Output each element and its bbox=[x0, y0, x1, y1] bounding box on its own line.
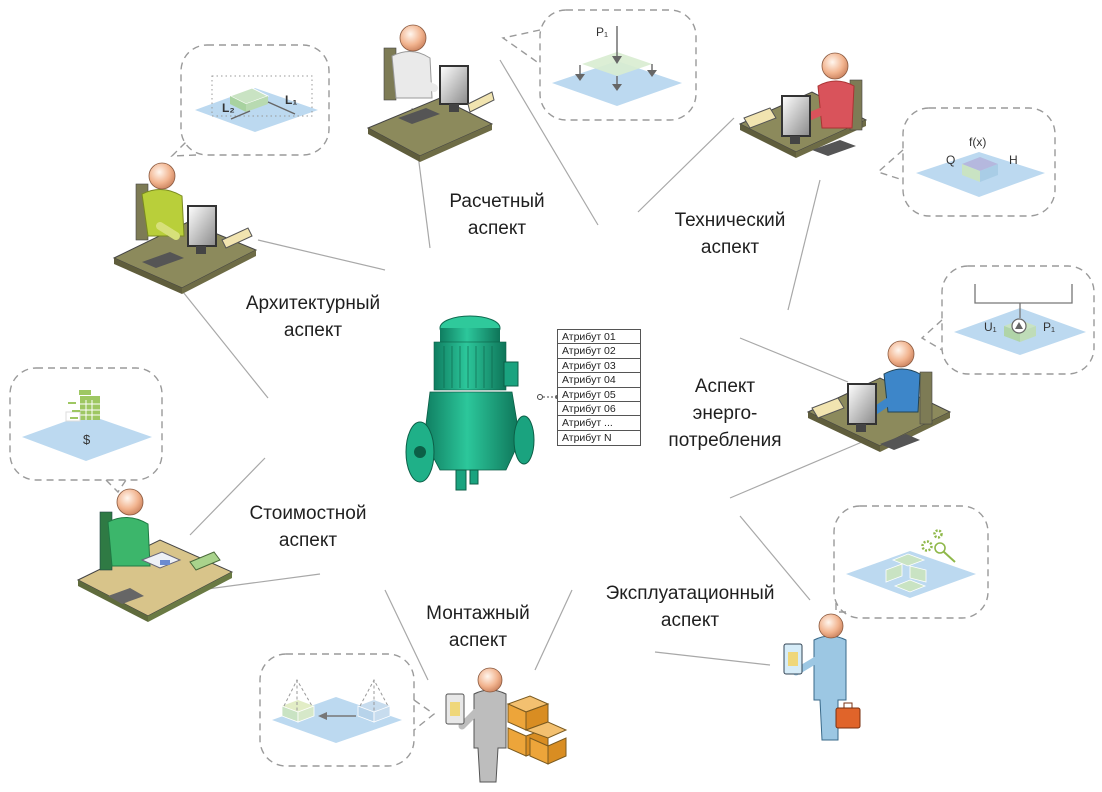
connector-operation-top bbox=[739, 515, 811, 601]
label-line: Стоимостной bbox=[249, 503, 367, 524]
connector-tech-left bbox=[637, 117, 735, 213]
attribute-row: Атрибут 04 bbox=[558, 373, 640, 388]
svg-text:f(x): f(x) bbox=[969, 135, 986, 149]
connector-energy-top bbox=[739, 337, 849, 383]
engineer-white-desk bbox=[366, 24, 495, 162]
move-placement-icon bbox=[272, 678, 402, 743]
svg-text:L₂: L₂ bbox=[222, 101, 235, 115]
svg-text:L₁: L₁ bbox=[285, 93, 297, 107]
briefcase-icon bbox=[835, 702, 861, 729]
connector-arch-bottom bbox=[174, 281, 269, 399]
callout-operation bbox=[833, 505, 989, 619]
label-architectural-aspect: Архитектурный аспект bbox=[228, 290, 398, 344]
label-line: Монтажный bbox=[426, 603, 530, 624]
handheld-device-icon bbox=[783, 643, 803, 675]
svg-text:P₁: P₁ bbox=[1043, 320, 1055, 334]
engineer-red-desk bbox=[738, 52, 868, 158]
label-line: аспект bbox=[448, 630, 508, 651]
label-line: аспект bbox=[278, 530, 338, 551]
label-cost-aspect: Стоимостной аспект bbox=[228, 500, 388, 554]
connector-lines bbox=[174, 59, 863, 681]
svg-text:Q: Q bbox=[946, 153, 955, 167]
accountant-green-desk bbox=[76, 488, 234, 622]
maintenance-gears-icon bbox=[846, 529, 976, 598]
attribute-row: Атрибут N bbox=[562, 431, 612, 444]
pump-image bbox=[405, 315, 559, 491]
attribute-row: Атрибут ... bbox=[558, 416, 640, 431]
function-box-icon: f(x) Q H bbox=[916, 135, 1045, 197]
label-line: Технический bbox=[674, 210, 786, 231]
label-line: аспект bbox=[283, 320, 343, 341]
callout-energy bbox=[920, 265, 1095, 375]
label-operation-aspect: Эксплуатационный аспект bbox=[585, 580, 795, 634]
architect-yellow-desk bbox=[112, 162, 258, 294]
callout-installation bbox=[259, 653, 436, 767]
installer-standing-boxes bbox=[445, 667, 568, 783]
label-calculation-aspect: Расчетный аспект bbox=[432, 188, 562, 242]
callout-architectural bbox=[170, 44, 330, 157]
svg-text:$: $ bbox=[83, 432, 91, 447]
connector-calc-right bbox=[499, 59, 599, 226]
svg-text:H: H bbox=[1009, 153, 1018, 167]
attribute-row: Атрибут 01 bbox=[558, 330, 640, 345]
svg-text:P₁: P₁ bbox=[596, 25, 608, 39]
attribute-row: Атрибут 03 bbox=[558, 359, 640, 374]
attribute-row: Атрибут 05 bbox=[558, 388, 640, 402]
label-line: потребления bbox=[668, 430, 782, 451]
label-technical-aspect: Технический аспект bbox=[655, 207, 805, 261]
callout-cost bbox=[9, 367, 163, 494]
label-line: Аспект bbox=[694, 376, 756, 397]
label-line: аспект bbox=[700, 237, 760, 258]
attribute-table: Атрибут 01 Атрибут 02 Атрибут 03 Атрибут… bbox=[557, 329, 641, 447]
operator-standing-briefcase bbox=[783, 613, 861, 741]
handheld-device-icon bbox=[445, 693, 465, 725]
callout-technical bbox=[876, 107, 1056, 217]
label-line: аспект bbox=[467, 218, 527, 239]
label-line: Эксплуатационный bbox=[605, 583, 775, 604]
connector-operation-bottom bbox=[654, 651, 771, 666]
label-line: Расчетный bbox=[449, 191, 545, 212]
attribute-row: Атрибут 02 bbox=[558, 344, 640, 359]
engineer-blue-desk bbox=[806, 340, 952, 452]
power-meter-icon: U₁ P₁ bbox=[954, 284, 1086, 355]
callout-calculation bbox=[501, 9, 697, 121]
label-installation-aspect: Монтажный аспект bbox=[408, 600, 548, 654]
cargo-boxes-icon bbox=[506, 695, 568, 765]
connector-tech-right bbox=[787, 179, 821, 311]
connector-cost-top bbox=[189, 457, 266, 536]
spatial-dimensions-icon: L₂ L₁ bbox=[195, 75, 318, 132]
label-line: Архитектурный bbox=[245, 293, 381, 314]
connector-energy-bottom bbox=[729, 441, 863, 499]
connector-arch-right bbox=[257, 239, 386, 271]
label-line: аспект bbox=[660, 610, 720, 631]
connector-install-right bbox=[534, 589, 573, 671]
attribute-row: Атрибут 06 bbox=[558, 402, 640, 417]
calculator-cost-icon: $ bbox=[22, 390, 152, 461]
connector-install-left bbox=[384, 589, 429, 681]
label-line: энерго- bbox=[692, 403, 758, 424]
label-energy-aspect: Аспект энерго- потребления bbox=[650, 373, 800, 454]
svg-text:U₁: U₁ bbox=[984, 320, 997, 334]
load-distribution-icon: P₁ bbox=[552, 25, 682, 106]
